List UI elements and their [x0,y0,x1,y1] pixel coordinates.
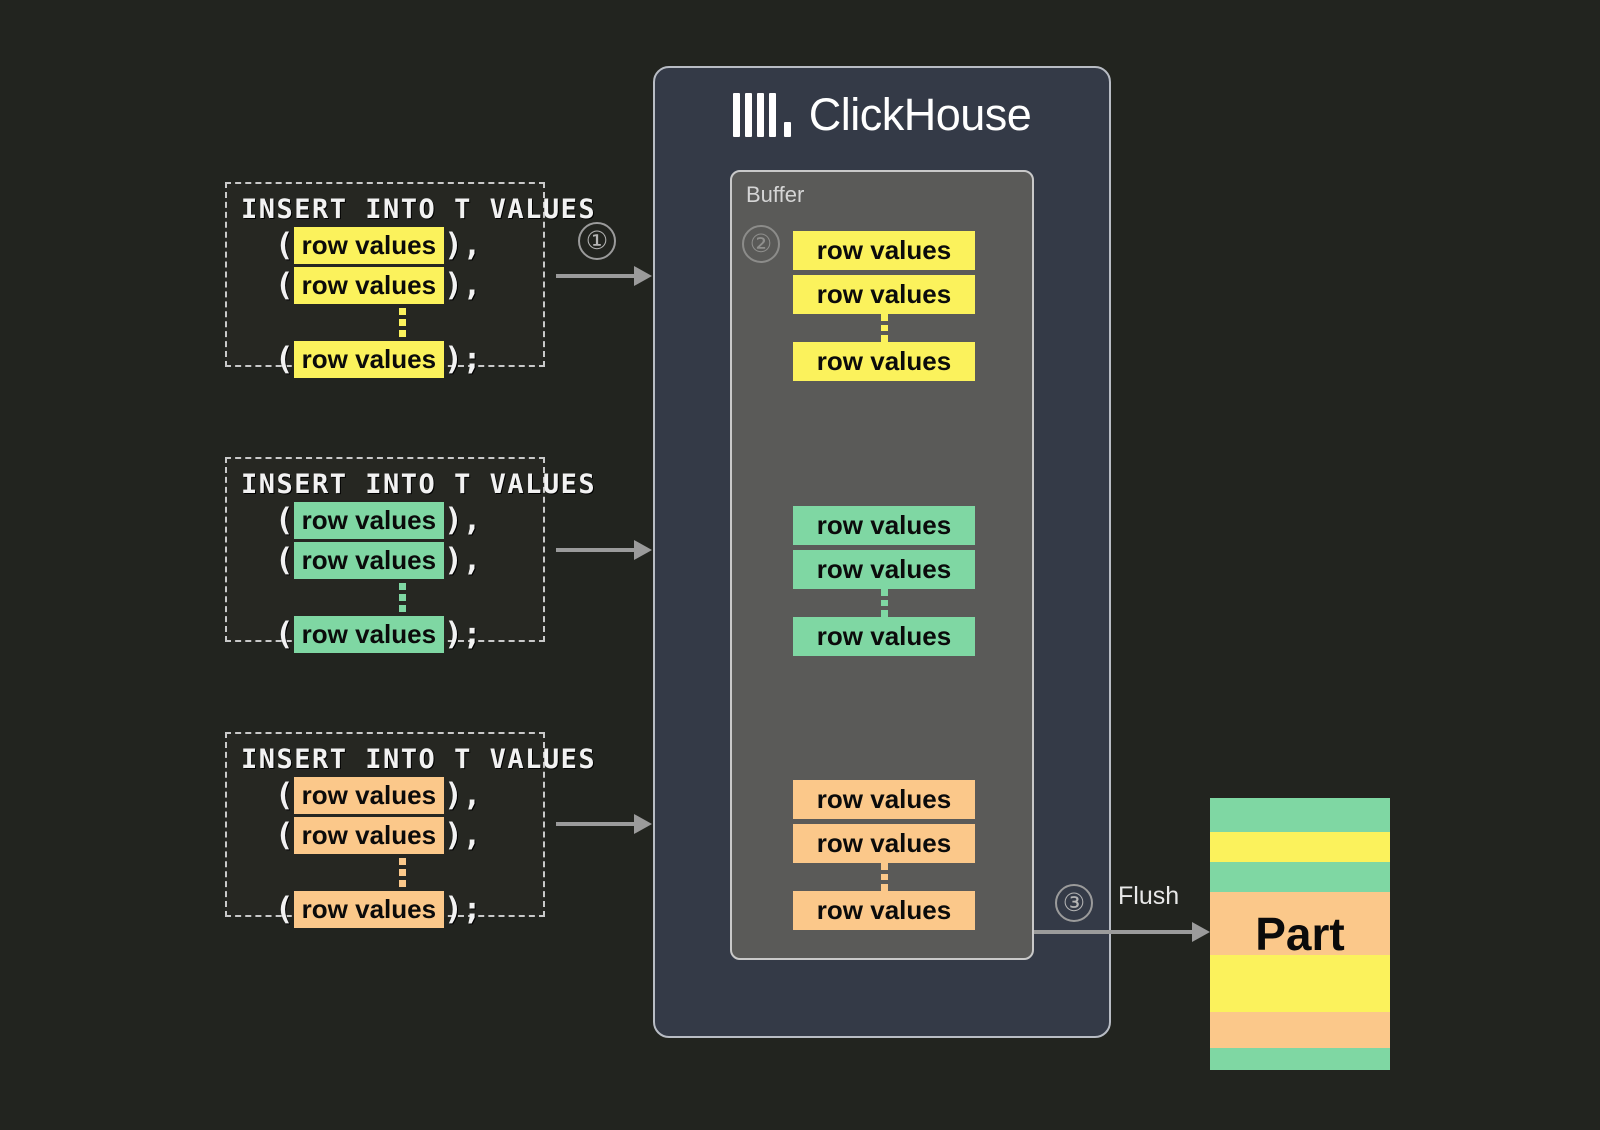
clickhouse-bars-logo-icon [732,92,791,137]
buffer-row: row values [793,506,975,545]
buffer-group-orange: row values row values row values [793,780,975,930]
row-values-chip: row values [293,616,445,654]
open-paren: ( [275,267,294,304]
close-paren: ), [444,267,482,304]
buffer-row: row values [793,824,975,863]
insert-statement-box-orange: INSERT INTO T VALUES ( row values ), ( r… [225,732,597,929]
row-values-chip: row values [293,777,445,815]
arrow-shaft [1034,930,1192,934]
insert-row-line: ( row values ), [241,266,529,306]
insert-statement-box-yellow: INSERT INTO T VALUES ( row values ), ( r… [225,182,597,379]
buffer-container: Buffer row values row values row values … [730,170,1034,960]
vertical-ellipsis-icon [793,589,975,618]
part-stripe [1210,1048,1390,1070]
open-paren: ( [275,502,294,539]
clickhouse-logo: ClickHouse [655,92,1109,137]
clickhouse-wordmark: ClickHouse [808,89,1032,140]
close-paren: ), [444,817,482,854]
step-1-badge: ① [578,222,616,260]
buffer-row: row values [793,275,975,314]
insert-statement-box-green: INSERT INTO T VALUES ( row values ), ( r… [225,457,597,654]
open-paren: ( [275,891,294,928]
close-paren: ); [444,891,482,928]
row-values-chip: row values [293,891,445,929]
insert-arrow-2 [556,540,652,560]
open-paren: ( [275,817,294,854]
insert-row-line: ( row values ), [241,501,529,541]
arrow-head-icon [1192,922,1210,942]
step-3-badge: ③ [1055,884,1093,922]
vertical-ellipsis-icon [241,856,529,890]
arrow-head-icon [634,540,652,560]
buffer-group-yellow: row values row values row values [793,231,975,381]
open-paren: ( [275,227,294,264]
close-paren: ), [444,227,482,264]
insert-row-line: ( row values ), [241,541,529,581]
row-values-chip: row values [293,542,445,580]
buffer-row: row values [793,780,975,819]
vertical-ellipsis-icon [793,863,975,892]
row-values-chip: row values [293,267,445,305]
buffer-group-green: row values row values row values [793,506,975,656]
buffer-row: row values [793,891,975,930]
arrow-head-icon [634,266,652,286]
buffer-row: row values [793,342,975,381]
open-paren: ( [275,777,294,814]
insert-arrow-1 [556,266,652,286]
row-values-chip: row values [293,227,445,265]
close-paren: ), [444,502,482,539]
open-paren: ( [275,341,294,378]
part-stripe [1210,955,1390,1012]
close-paren: ); [444,341,482,378]
arrow-shaft [556,548,634,552]
row-values-chip: row values [293,502,445,540]
buffer-row: row values [793,550,975,589]
insert-row-line: ( row values ), [241,776,529,816]
flush-arrow [1034,922,1210,942]
buffer-label: Buffer [746,182,805,207]
insert-row-line: ( row values ); [241,615,529,655]
insert-row-line: ( row values ); [241,890,529,930]
row-values-chip: row values [293,817,445,855]
part-stripe [1210,1012,1390,1048]
insert-header-text: INSERT INTO T VALUES [241,744,597,775]
open-paren: ( [275,542,294,579]
close-paren: ), [444,542,482,579]
open-paren: ( [275,616,294,653]
arrow-head-icon [634,814,652,834]
insert-header-text: INSERT INTO T VALUES [241,469,597,500]
insert-row-line: ( row values ); [241,340,529,380]
flush-label: Flush [1118,882,1180,910]
part-label: Part [1255,908,1345,960]
insert-arrow-3 [556,814,652,834]
arrow-shaft [556,822,634,826]
vertical-ellipsis-icon [241,581,529,615]
arrow-shaft [556,274,634,278]
insert-header-text: INSERT INTO T VALUES [241,194,597,225]
vertical-ellipsis-icon [793,314,975,343]
insert-row-line: ( row values ), [241,816,529,856]
insert-row-line: ( row values ), [241,226,529,266]
buffer-row: row values [793,617,975,656]
part-stripe [1210,832,1390,862]
part-stripe [1210,892,1390,955]
row-values-chip: row values [293,341,445,379]
buffer-row: row values [793,231,975,270]
part-stripe [1210,798,1390,832]
close-paren: ); [444,616,482,653]
part-stripe [1210,862,1390,892]
part-block: Part [1210,798,1390,1070]
step-2-badge: ② [742,225,780,263]
vertical-ellipsis-icon [241,306,529,340]
close-paren: ), [444,777,482,814]
